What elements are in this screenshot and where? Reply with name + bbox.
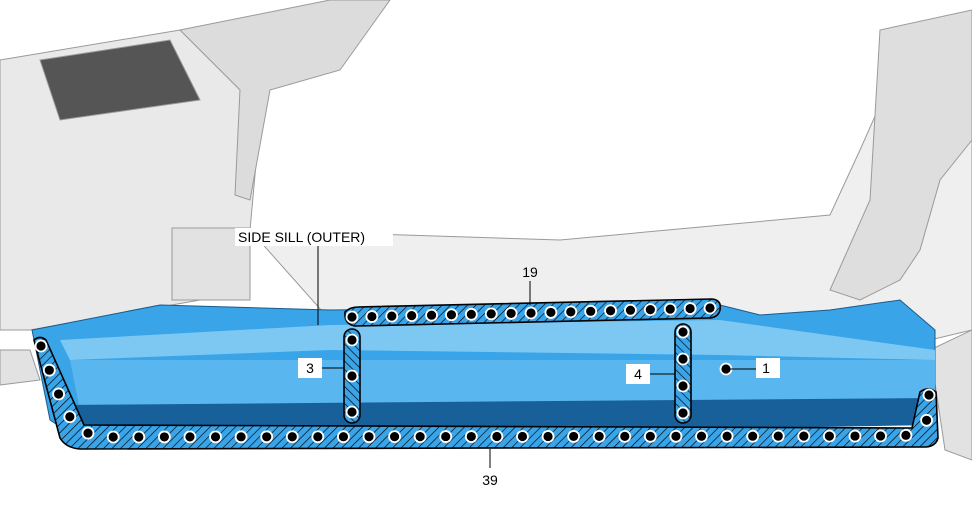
spot-weld-bottom bbox=[822, 429, 836, 443]
spot-weld-bottom bbox=[183, 430, 197, 444]
spot-weld-top bbox=[425, 308, 438, 322]
spot-weld-bottom bbox=[362, 430, 376, 444]
spot-weld-bottom bbox=[567, 430, 581, 443]
spot-weld-right-vertical bbox=[676, 352, 690, 366]
spot-weld-top bbox=[385, 309, 399, 323]
spot-weld-bottom bbox=[439, 430, 453, 443]
spot-weld-top bbox=[624, 303, 637, 317]
spot-welds bbox=[34, 301, 936, 444]
spot-weld-bottom bbox=[388, 430, 401, 444]
spot-weld-bottom bbox=[63, 410, 77, 424]
weld-strip-bottom bbox=[33, 336, 939, 450]
spot-weld-top bbox=[464, 307, 478, 321]
spot-weld-bottom bbox=[618, 429, 632, 443]
spot-weld-bottom bbox=[464, 430, 478, 443]
spot-weld-right-vertical bbox=[676, 406, 690, 420]
spot-weld-left-vertical bbox=[345, 333, 359, 347]
spot-weld-bottom bbox=[669, 429, 683, 443]
spot-weld-bottom bbox=[720, 429, 734, 443]
weld-count-bottom: 39 bbox=[482, 472, 498, 488]
spot-weld-top bbox=[345, 310, 359, 324]
spot-weld-bottom bbox=[311, 430, 325, 444]
spot-weld-top bbox=[604, 304, 617, 318]
spot-weld-top bbox=[584, 304, 598, 318]
body-frame-background bbox=[0, 0, 972, 461]
spot-weld-bottom bbox=[899, 428, 913, 442]
spot-weld-top bbox=[445, 308, 458, 322]
spot-weld-top bbox=[544, 306, 558, 319]
spot-weld-bottom bbox=[285, 430, 299, 444]
spot-weld-bottom bbox=[920, 413, 933, 427]
spot-weld-top bbox=[663, 302, 677, 316]
spot-weld-bottom bbox=[157, 430, 171, 444]
weld-count-single: 1 bbox=[762, 360, 770, 376]
spot-weld-top bbox=[643, 303, 657, 317]
spot-weld-top bbox=[484, 307, 498, 321]
spot-weld-bottom bbox=[337, 430, 350, 444]
spot-weld-bottom bbox=[81, 426, 95, 440]
spot-weld-bottom bbox=[516, 430, 529, 443]
spot-weld-bottom bbox=[643, 429, 657, 443]
spot-weld-bottom bbox=[42, 363, 56, 377]
spot-weld-bottom bbox=[413, 430, 427, 444]
spot-weld-bottom bbox=[541, 430, 555, 443]
side-sill-outer-panel bbox=[31, 299, 936, 441]
spot-weld-top bbox=[703, 301, 717, 315]
side-sill-outer-label: SIDE SILL (OUTER) bbox=[238, 229, 365, 245]
spot-weld-bottom bbox=[234, 430, 248, 444]
spot-weld-bottom bbox=[797, 429, 811, 443]
spot-weld-right-vertical bbox=[676, 325, 690, 339]
spot-weld-bottom bbox=[34, 339, 48, 353]
spot-weld-bottom bbox=[771, 429, 785, 443]
spot-weld-top bbox=[683, 302, 697, 315]
weld-count-top: 19 bbox=[522, 264, 538, 280]
spot-weld-bottom bbox=[209, 430, 222, 444]
spot-weld-bottom bbox=[874, 429, 887, 443]
spot-weld-top bbox=[365, 310, 379, 323]
spot-weld-top bbox=[405, 309, 419, 323]
leader-lines bbox=[317, 246, 756, 468]
spot-weld-bottom bbox=[695, 429, 708, 443]
spot-weld-bottom bbox=[746, 429, 760, 443]
spot-weld-bottom bbox=[260, 430, 274, 444]
spot-weld-left-vertical bbox=[345, 405, 359, 419]
spot-weld-left-vertical bbox=[345, 369, 359, 383]
spot-weld-right-vertical bbox=[676, 379, 690, 393]
spot-weld-bottom bbox=[52, 387, 65, 401]
spot-weld-bottom bbox=[132, 430, 146, 444]
weld-count-right-vertical: 4 bbox=[634, 366, 642, 382]
spot-weld-top bbox=[504, 307, 518, 320]
spot-weld-bottom bbox=[592, 429, 606, 443]
spot-weld-top bbox=[524, 306, 538, 320]
spot-weld-top bbox=[564, 305, 578, 319]
spot-weld-bottom bbox=[848, 429, 862, 443]
spot-weld-bottom bbox=[106, 430, 120, 444]
spot-weld-bottom bbox=[922, 388, 936, 402]
weld-count-left-vertical: 3 bbox=[306, 360, 314, 376]
spot-weld-bottom bbox=[490, 430, 504, 443]
